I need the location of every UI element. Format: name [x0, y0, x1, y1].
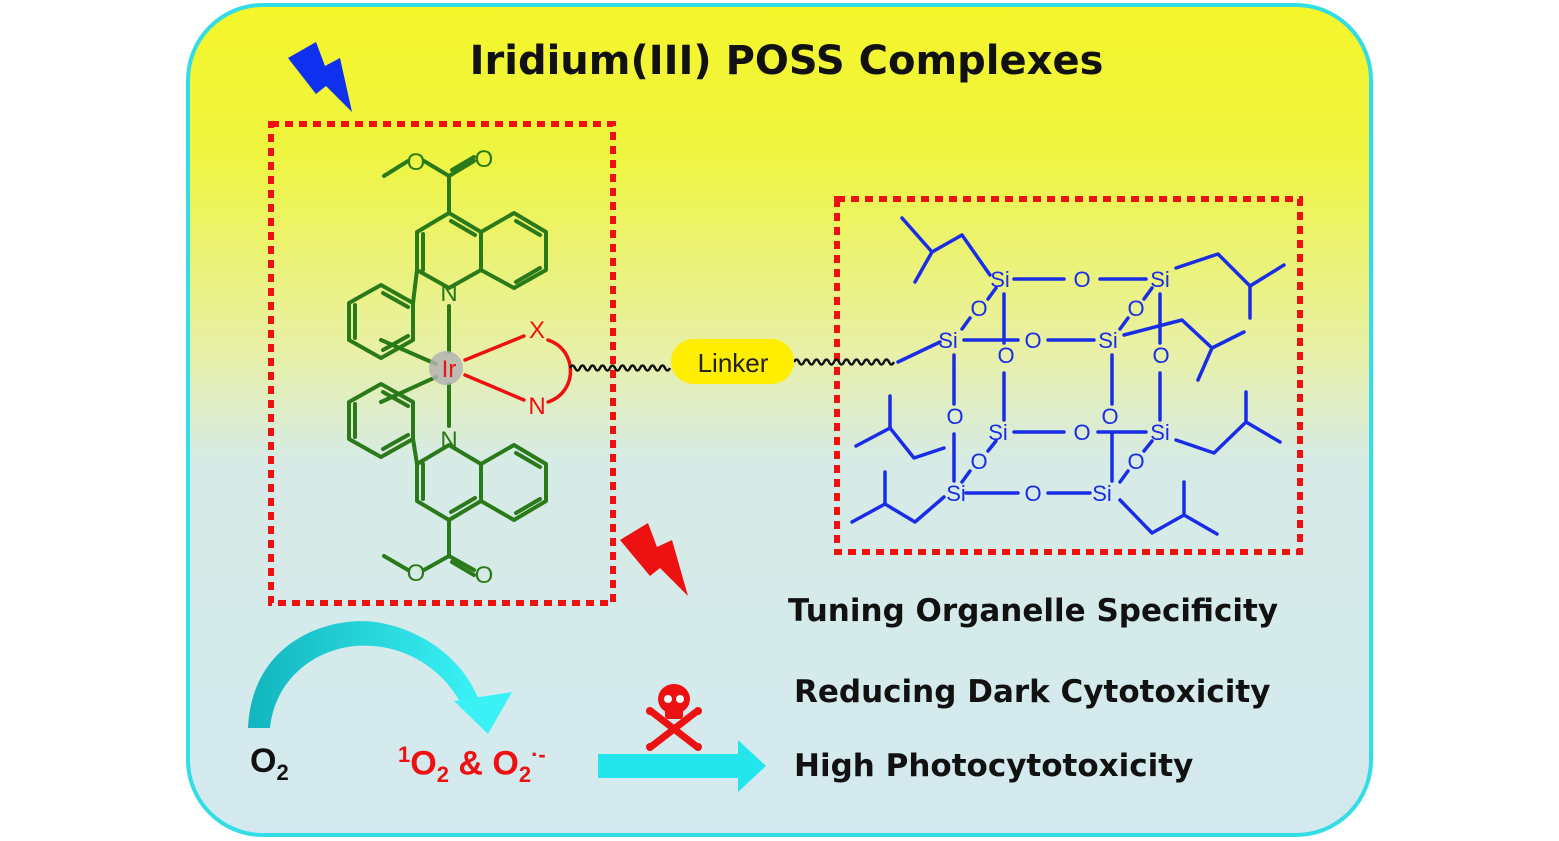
right-wavy-connector: [792, 358, 896, 366]
iridium-label: Ir: [442, 356, 457, 383]
feature-photocytotoxicity: High Photocytotoxicity: [794, 748, 1194, 784]
bottom-quinoline-n: N: [440, 427, 457, 454]
curved-arrow-head: [454, 692, 512, 734]
bottom-ester-carbonyl-o: O: [475, 562, 494, 589]
ancillary-ligand: [463, 334, 573, 404]
ros-amp: & O: [448, 744, 519, 783]
o-label: O: [1127, 449, 1144, 474]
left-wavy-connector: [568, 364, 672, 372]
poss-highlight-box: [834, 196, 1303, 555]
linker-label: Linker: [698, 348, 769, 378]
o-label: O: [970, 296, 987, 321]
o-label: O: [1101, 404, 1118, 429]
o-label: O: [1152, 343, 1169, 368]
ligand-n-label: N: [528, 393, 545, 420]
reactive-oxygen-species: 1O2 & O2·-: [398, 742, 546, 788]
si-label: Si: [1098, 328, 1118, 353]
poss-atom-labels: Si O Si O O Si O Si O O O O Si O Si O O …: [938, 267, 1170, 506]
si-label: Si: [990, 267, 1010, 292]
red-lightning-icon: [620, 523, 688, 596]
iridium-complex-structure: [347, 155, 548, 577]
feature-organelle: Tuning Organelle Specificity: [788, 593, 1279, 629]
reactant-subscript: 2: [276, 759, 289, 785]
si-label: Si: [938, 328, 958, 353]
ros-subscript-2: 2: [518, 762, 532, 788]
bottom-ester-ether-o: O: [407, 560, 426, 587]
o-label: O: [970, 449, 987, 474]
iridium-center-halo: [429, 351, 463, 385]
o-label: O: [946, 404, 963, 429]
reactant-main: O: [250, 742, 277, 780]
o-label: O: [1073, 267, 1090, 292]
reactant-oxygen: O2: [250, 742, 289, 786]
radical-superscript: ·-: [531, 742, 546, 767]
blue-lightning-icon: [288, 42, 352, 112]
top-quinoline-n: N: [440, 280, 457, 307]
page-title: Iridium(III) POSS Complexes: [469, 38, 1104, 84]
curved-arrow-body: [248, 621, 478, 728]
panel-background: [186, 3, 1373, 837]
poss-cage-structure: [850, 216, 1286, 536]
o-label: O: [1024, 328, 1041, 353]
skull-crossbones-icon: [646, 684, 702, 751]
o-label: O: [1024, 481, 1041, 506]
si-label: Si: [1150, 420, 1170, 445]
si-label: Si: [988, 420, 1008, 445]
si-label: Si: [1150, 267, 1170, 292]
o-label: O: [997, 343, 1014, 368]
o-label: O: [1073, 420, 1090, 445]
top-ester-ether-o: O: [407, 149, 426, 176]
si-label: Si: [946, 481, 966, 506]
straight-arrow-icon: [598, 740, 766, 792]
complex-highlight-box: [268, 121, 616, 606]
top-ester-carbonyl-o: O: [475, 146, 494, 173]
ros-o: O: [410, 744, 437, 783]
si-label: Si: [1092, 481, 1112, 506]
ros-subscript-1: 2: [436, 762, 449, 788]
linker-pill: [671, 339, 794, 384]
ligand-x-label: X: [529, 317, 545, 344]
o-label: O: [1127, 296, 1144, 321]
feature-dark-cytotoxicity: Reducing Dark Cytotoxicity: [794, 674, 1271, 710]
singlet-superscript: 1: [398, 742, 411, 767]
